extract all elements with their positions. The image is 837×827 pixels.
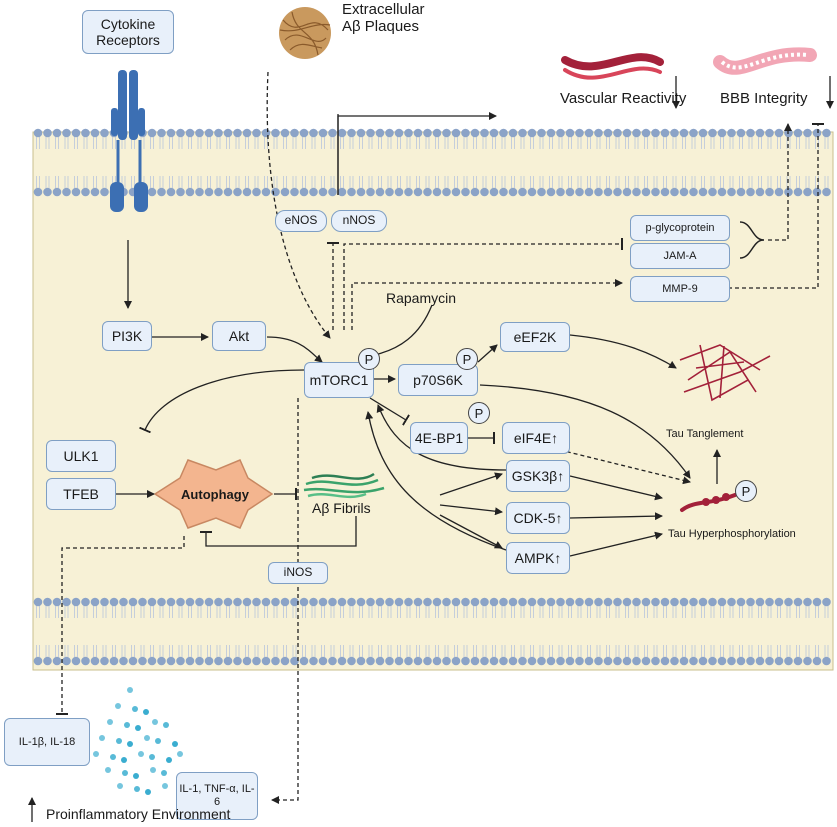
- mtorc1-phospho: P: [358, 348, 380, 370]
- gsk3b-up-icon: ↑: [557, 467, 565, 484]
- il1b-node: IL-1β, IL-18: [4, 718, 90, 766]
- autophagy-shape: [153, 459, 274, 529]
- plaque-icon: [279, 7, 331, 59]
- mmp-9-node: MMP-9: [630, 276, 730, 302]
- fibrils-label: Aβ Fibrils: [312, 500, 371, 516]
- ulk1-node: ULK1: [46, 440, 116, 472]
- gsk3b-node: GSK3β↑: [506, 460, 570, 492]
- connectors: [28, 71, 834, 822]
- plaques-label: Extracellular Aβ Plaques: [342, 1, 425, 35]
- fibril-icon: [303, 472, 385, 499]
- cdk5-label: CDK-5: [513, 509, 556, 526]
- bbb-integrity-label: BBB Integrity: [720, 90, 808, 107]
- cdk5-up-icon: ↑: [555, 509, 563, 526]
- tau-protein-icon: [680, 493, 737, 512]
- rapamycin-label: Rapamycin: [386, 290, 457, 306]
- ampk-node: AMPK↑: [506, 542, 570, 574]
- ampk-label: AMPK: [514, 549, 555, 566]
- tau-tangle-icon: [679, 344, 771, 402]
- vessel-icon: [561, 53, 664, 80]
- proinflammatory-label: Proinflammatory Environment: [46, 806, 231, 822]
- eif4e-label: eIF4E: [513, 429, 552, 446]
- cell-body: [32, 131, 834, 671]
- jam-a-node: JAM-A: [630, 243, 730, 269]
- cytokine-receptors-node: Cytokine Receptors: [82, 10, 174, 54]
- cell-membrane: [33, 128, 831, 666]
- 4e-bp1-node: 4E-BP1: [410, 422, 468, 454]
- eef2k-node: eEF2K: [500, 322, 570, 352]
- cytokine-particles: [93, 687, 184, 795]
- il1-node: IL-1, TNF-α, IL-6: [176, 772, 258, 820]
- 4e-bp1-phospho: P: [468, 402, 490, 424]
- p-glycoprotein-node: p-glycoprotein: [630, 215, 730, 241]
- pi3k-node: PI3K: [102, 321, 152, 351]
- autophagy-label: Autophagy: [181, 486, 249, 502]
- tfeb-node: TFEB: [46, 478, 116, 510]
- akt-node: Akt: [212, 321, 266, 351]
- mtorc1-node: mTORC1: [304, 362, 374, 398]
- tau-phospho: P: [735, 480, 757, 502]
- p70s6k-phospho: P: [456, 348, 478, 370]
- cdk5-node: CDK-5↑: [506, 502, 570, 534]
- nnos-node: nNOS: [331, 210, 387, 232]
- gsk3b-label: GSK3β: [511, 467, 558, 484]
- ampk-up-icon: ↑: [554, 549, 562, 566]
- bbb-vessel-icon: [713, 47, 817, 75]
- eif4e-up-icon: ↑: [551, 429, 559, 446]
- enos-node: eNOS: [275, 210, 327, 232]
- tau-hyperphosphorylation-label: Tau Hyperphosphorylation: [668, 528, 796, 540]
- vascular-reactivity-label: Vascular Reactivity: [560, 90, 687, 107]
- eif4e-node: eIF4E↑: [502, 422, 570, 454]
- receptor-icon: [110, 70, 148, 212]
- tau-tanglement-label: Tau Tanglement: [666, 428, 744, 440]
- inos-node: iNOS: [268, 562, 328, 584]
